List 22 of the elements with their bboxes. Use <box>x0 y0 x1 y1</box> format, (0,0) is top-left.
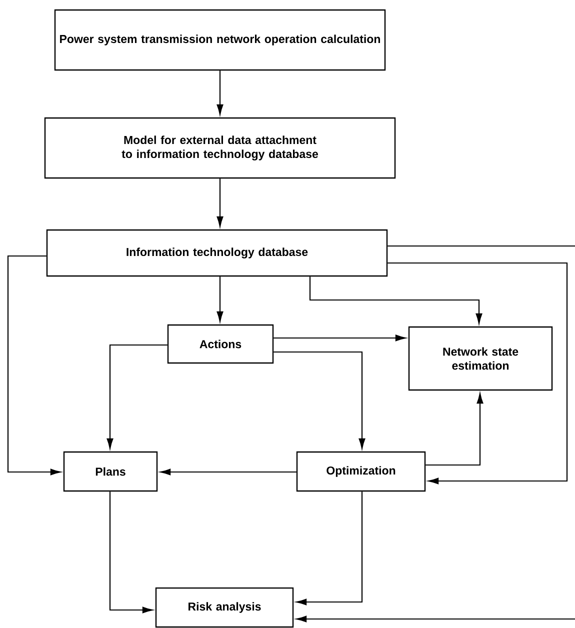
process-box: Risk analysis <box>155 587 294 628</box>
process-box: Optimization <box>296 451 426 492</box>
arrow <box>426 393 484 466</box>
process-box: Plans <box>63 451 158 492</box>
arrow <box>296 616 575 622</box>
process-box: Information technology database <box>46 229 388 277</box>
arrow <box>274 334 406 342</box>
arrow <box>7 255 61 476</box>
process-box: Power system transmission network operation calculation <box>54 9 386 71</box>
arrow <box>296 492 363 606</box>
arrow <box>216 70 224 115</box>
process-box: Network state estimation <box>408 326 553 391</box>
process-box: Model for external data attachment to information technology database <box>44 117 396 179</box>
process-box: Actions <box>167 324 274 364</box>
arrow <box>106 344 168 449</box>
arrow <box>109 492 153 614</box>
arrow <box>309 276 482 324</box>
arrow <box>274 351 366 449</box>
arrow <box>216 276 224 322</box>
arrow <box>216 178 224 227</box>
arrow <box>388 262 568 484</box>
arrow <box>160 468 296 476</box>
